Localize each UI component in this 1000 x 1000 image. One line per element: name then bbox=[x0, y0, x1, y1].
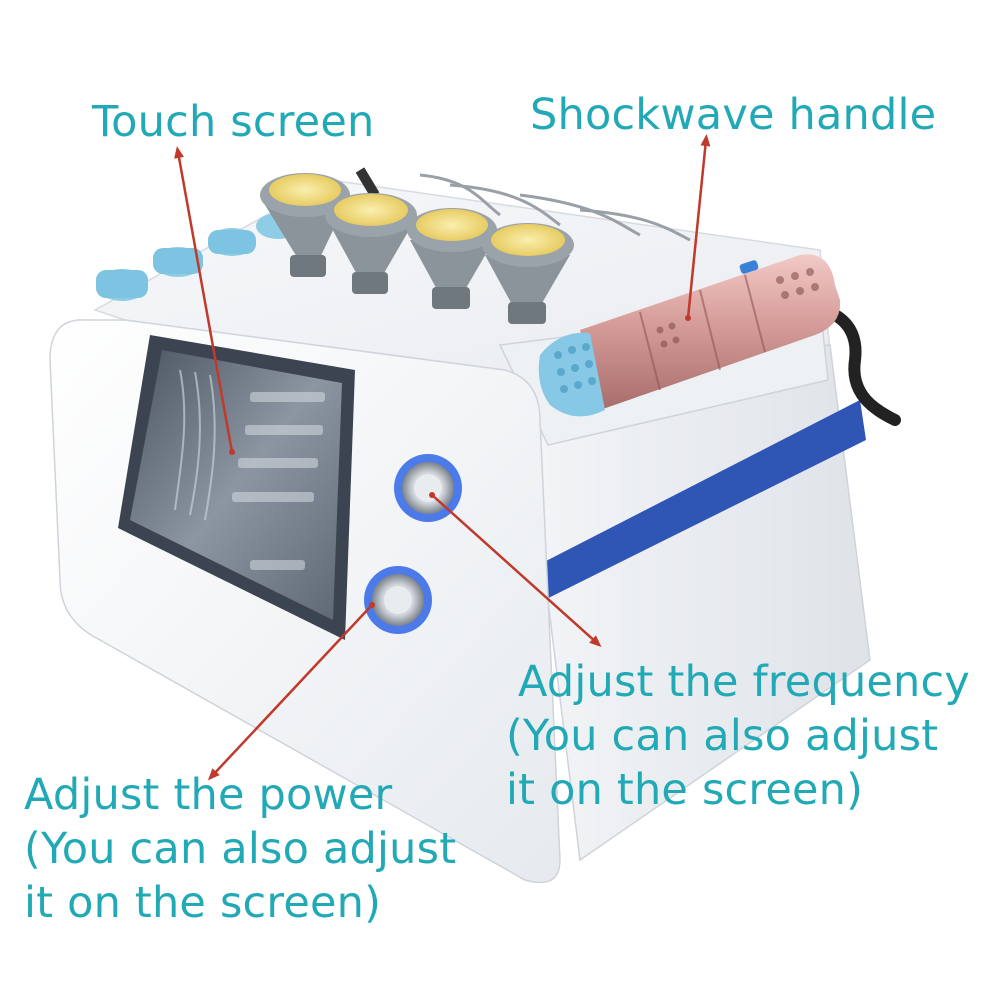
device-blue-stripe bbox=[470, 400, 866, 635]
touch-screen bbox=[118, 335, 355, 640]
power-label-line3: it on the screen) bbox=[24, 878, 382, 928]
arrow-touch-screen bbox=[174, 146, 234, 453]
frequency-label-line3: it on the screen) bbox=[506, 765, 864, 815]
frequency-label: Adjust the frequency (You can also adjus… bbox=[506, 655, 970, 817]
power-knob[interactable] bbox=[364, 566, 432, 634]
arrow-power bbox=[207, 604, 373, 781]
power-label-line2: (You can also adjust bbox=[24, 824, 457, 874]
shockwave-handle-label: Shockwave handle bbox=[530, 88, 936, 142]
power-label: Adjust the power (You can also adjust it… bbox=[24, 768, 456, 930]
shockwave-handle-label-text: Shockwave handle bbox=[530, 90, 937, 140]
cup-applicators bbox=[260, 173, 574, 324]
frequency-label-line2: (You can also adjust bbox=[506, 711, 939, 761]
touch-screen-label: Touch screen bbox=[92, 95, 374, 149]
power-label-line1: Adjust the power bbox=[24, 770, 393, 820]
arrow-shockwave-handle bbox=[686, 134, 711, 319]
cables bbox=[355, 167, 691, 242]
frequency-label-line1: Adjust the frequency bbox=[518, 657, 970, 707]
arrow-frequency bbox=[431, 494, 602, 648]
annotation-arrows bbox=[174, 134, 711, 781]
touch-screen-label-text: Touch screen bbox=[92, 97, 375, 147]
shockwave-handle bbox=[538, 254, 901, 426]
